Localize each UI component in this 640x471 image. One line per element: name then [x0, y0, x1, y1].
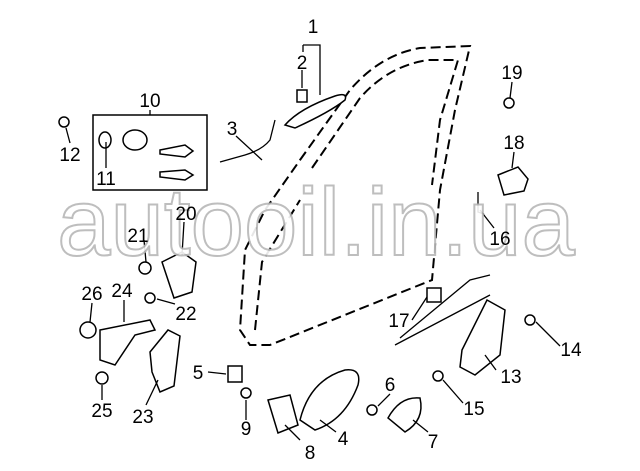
- callout-17: 17: [388, 311, 409, 332]
- callout-6: 6: [385, 375, 396, 396]
- bolt-12: [58, 116, 70, 128]
- callout-25: 25: [91, 401, 112, 422]
- nut-26: [79, 321, 97, 339]
- callout-7: 7: [428, 432, 439, 453]
- keys: [159, 144, 195, 181]
- callout-26: 26: [81, 284, 102, 305]
- callout-9: 9: [241, 419, 252, 440]
- callout-16: 16: [489, 229, 510, 250]
- callout-11: 11: [96, 169, 116, 190]
- callout-23: 23: [132, 407, 153, 428]
- hinge-20: [161, 251, 197, 299]
- leader-lines: [65, 44, 561, 441]
- callout-4: 4: [338, 429, 349, 450]
- screw-14: [524, 314, 536, 326]
- latch-13: [459, 298, 506, 376]
- hinge-23: [149, 329, 181, 393]
- callout-20: 20: [175, 204, 196, 225]
- screw-9: [240, 387, 252, 399]
- watermark: autooil.in.ua: [57, 169, 575, 276]
- clip-17: [426, 287, 442, 303]
- cover-7: [387, 397, 422, 433]
- callout-12: 12: [59, 145, 80, 166]
- callout-24: 24: [111, 281, 133, 302]
- callout-5: 5: [193, 363, 204, 384]
- callout-18: 18: [503, 133, 524, 154]
- cable: [219, 119, 276, 163]
- bolt-19: [503, 97, 515, 109]
- callout-8: 8: [305, 443, 316, 464]
- handle-cap: [296, 89, 308, 103]
- callout-labels: 1 2 3 4 5 6 7 8 9 10 11 12 13 14 15 16 1…: [59, 17, 582, 464]
- rods-17: [394, 274, 491, 346]
- callout-14: 14: [560, 340, 582, 361]
- clip-5: [227, 365, 243, 383]
- bolt-21: [138, 261, 152, 275]
- striker-18: [497, 166, 529, 196]
- inner-handle-4: [299, 369, 360, 431]
- callout-10: 10: [139, 91, 160, 112]
- callout-21: 21: [127, 226, 148, 247]
- outer-handle: [283, 93, 347, 129]
- callout-19: 19: [501, 63, 522, 84]
- callout-15: 15: [463, 399, 484, 420]
- part-shapes: [58, 89, 536, 435]
- bracket-8: [267, 394, 299, 435]
- callout-3: 3: [227, 119, 238, 140]
- callout-1: 1: [308, 17, 319, 38]
- bracket-24: [99, 319, 157, 366]
- screw-6: [366, 404, 378, 416]
- door-outline: [238, 44, 472, 346]
- bolt-25: [95, 371, 109, 385]
- callout-22: 22: [175, 304, 196, 325]
- lock-cylinder: [122, 129, 148, 151]
- bolt-22: [144, 292, 156, 304]
- callout-13: 13: [500, 367, 521, 388]
- screw-15: [432, 370, 444, 382]
- callout-2: 2: [297, 53, 308, 74]
